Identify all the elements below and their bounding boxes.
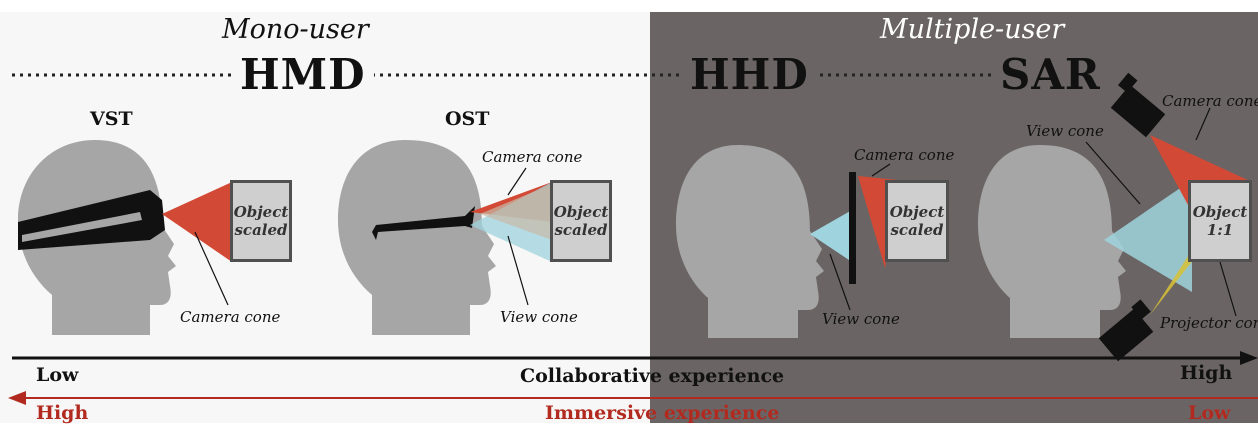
vst-camera-leader — [194, 231, 229, 306]
ost-label: OST — [445, 108, 490, 130]
collab-title: Collaborative experience — [520, 365, 785, 387]
sar-view-cone — [1104, 180, 1192, 292]
sar-camera-leader — [1195, 107, 1211, 141]
hmd-label: HMD — [232, 54, 374, 96]
collab-arrow-head — [1240, 351, 1258, 365]
sar-view-cone-label: View cone — [1026, 122, 1104, 140]
sar-view-leader — [1085, 141, 1141, 205]
hhd-camera-cone-label: Camera cone — [854, 146, 955, 164]
multiple-user-title: Multiple-user — [880, 14, 1065, 45]
ost-glasses — [372, 206, 475, 240]
hhd-view-cone — [810, 210, 852, 262]
vst-label: VST — [90, 108, 133, 130]
immersive-arrow-head — [8, 391, 26, 405]
sar-object-box: Object 1:1 — [1188, 180, 1252, 262]
ost-head — [338, 140, 496, 335]
sar-projector-device — [1098, 299, 1154, 362]
vst-camera-cone — [162, 182, 232, 262]
vst-camera-cone-label: Camera cone — [180, 308, 281, 326]
ost-camera-leader — [507, 167, 527, 196]
ost-camera-cone-label: Camera cone — [482, 148, 583, 166]
immersive-title: Immersive experience — [545, 402, 780, 424]
hhd-camera-leader — [871, 163, 891, 177]
immersive-low-label: Low — [1188, 402, 1231, 424]
sar-head — [978, 145, 1126, 338]
hhd-label: HHD — [682, 54, 817, 96]
hhd-head — [676, 145, 824, 338]
collab-high-label: High — [1180, 362, 1233, 384]
mono-user-title: Mono-user — [222, 14, 369, 45]
vst-object-box: Object scaled — [230, 180, 292, 262]
sar-projector-cone-label: Projector cone — [1160, 314, 1258, 332]
sar-camera-cone-label: Camera cone — [1162, 92, 1258, 110]
hhd-device — [849, 172, 856, 284]
ost-view-leader — [507, 235, 529, 306]
sar-camera-device — [1110, 72, 1166, 138]
hhd-view-cone-label: View cone — [822, 310, 900, 328]
ost-view-cone-label: View cone — [500, 308, 578, 326]
collab-low-label: Low — [36, 364, 79, 386]
vst-headset — [18, 190, 165, 250]
immersive-high-label: High — [36, 402, 89, 424]
sar-projector-leader — [1219, 261, 1237, 317]
hhd-view-leader — [829, 253, 851, 311]
hhd-object-box: Object scaled — [885, 180, 949, 262]
ost-overlap — [480, 184, 552, 240]
sar-label: SAR — [992, 54, 1109, 96]
ost-object-box: Object scaled — [550, 180, 612, 262]
